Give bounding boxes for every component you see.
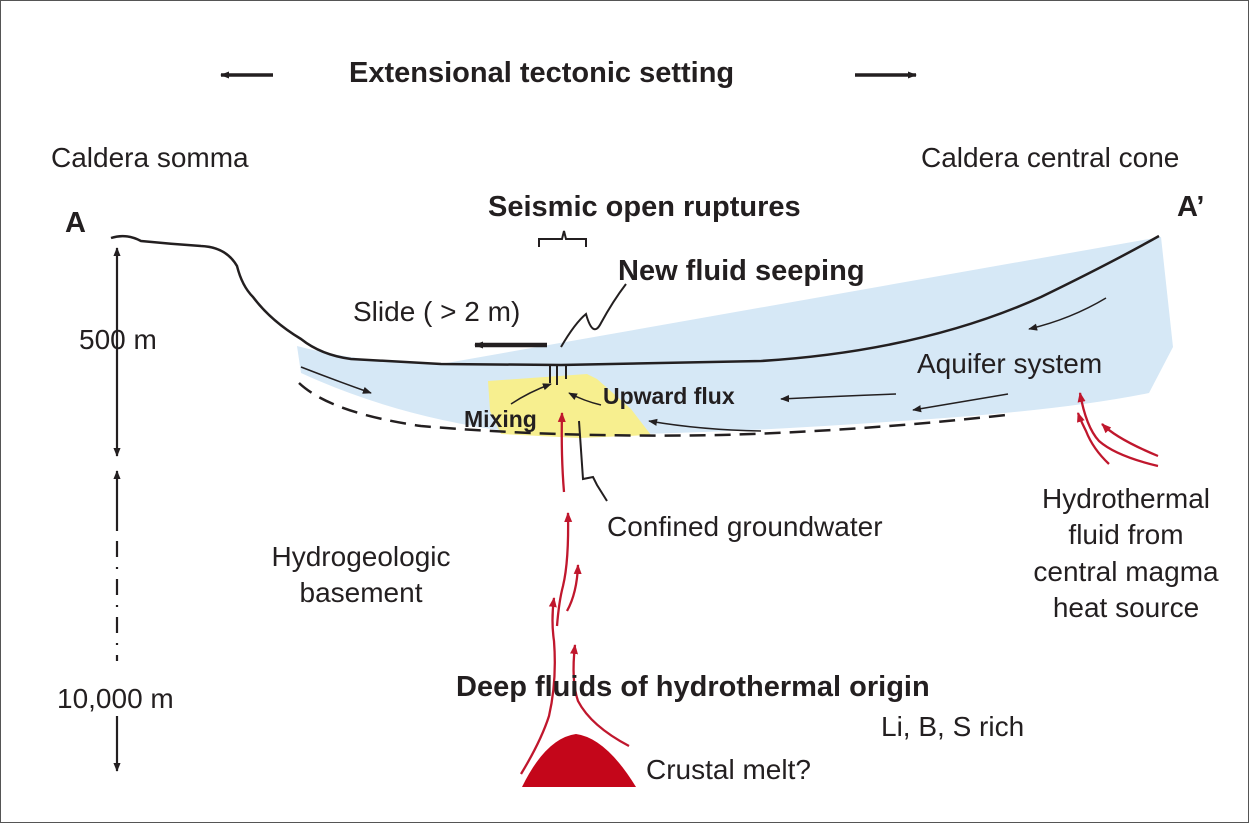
hydrothermal-fluid-line: heat source	[1052, 592, 1200, 624]
slide-label: Slide ( > 2 m)	[353, 296, 521, 327]
side-upflow-arrow	[1101, 423, 1159, 458]
scale-500m-label: 500 m	[79, 324, 157, 355]
scale-10000m-label: 10,000 m	[57, 683, 174, 714]
rupture-crack	[549, 365, 567, 385]
point-a-label: A	[65, 207, 86, 239]
flow-arrow	[912, 393, 1009, 413]
upflow-arrow	[557, 412, 566, 493]
li-b-s-rich-label: Li, B, S rich	[881, 711, 1025, 742]
hydrothermal-fluid-label: Hydrothermal fluid from central magma he…	[1001, 481, 1249, 627]
hydrogeologic-basement-label: Hydrogeologic basement	[231, 539, 491, 612]
fluid-seeping-leader-line	[560, 283, 627, 348]
flow-arrow	[648, 418, 762, 432]
point-a-prime-label: A’	[1177, 191, 1205, 223]
deep-fluids-label: Deep fluids of hydrothermal origin	[456, 671, 930, 703]
aquifer-base-dashed-line	[298, 382, 1007, 437]
hydrothermal-fluid-line: Hydrothermal	[1041, 483, 1211, 514]
flow-arrow	[1028, 297, 1107, 331]
caldera-central-cone-label: Caldera central cone	[921, 142, 1180, 173]
caldera-somma-label: Caldera somma	[51, 142, 249, 173]
hydrogeologic-basement-line: basement	[299, 577, 423, 609]
flow-arrow	[300, 366, 372, 394]
mixing-zone	[488, 374, 651, 438]
confined-groundwater-leader-line	[578, 420, 608, 502]
crustal-melt-label: Crustal melt?	[646, 754, 811, 785]
aquifer-system-label: Aquifer system	[917, 348, 1103, 379]
diagram-title: Extensional tectonic setting	[349, 57, 735, 89]
upflow-arrow	[570, 644, 630, 748]
flow-arrow	[780, 393, 897, 403]
hydrothermal-fluid-arrows	[520, 392, 1159, 775]
new-fluid-seeping-label: New fluid seeping	[618, 255, 865, 287]
mixing-label: Mixing	[464, 406, 537, 432]
upflow-arrow	[520, 597, 557, 775]
ground-surface-line	[110, 234, 1160, 367]
crustal-melt-dome	[522, 734, 636, 787]
side-upflow-arrow	[1076, 412, 1110, 465]
hydrogeologic-basement-line: Hydrogeologic	[271, 541, 451, 572]
side-upflow-arrow	[1077, 392, 1159, 468]
flow-arrow	[568, 392, 602, 406]
aquifer-flow-arrows	[300, 297, 1107, 432]
rupture-bracket	[538, 230, 587, 247]
upward-flux-label: Upward flux	[603, 383, 735, 409]
seismic-open-ruptures-label: Seismic open ruptures	[488, 191, 801, 223]
upflow-arrow	[555, 512, 573, 627]
upflow-arrow	[565, 564, 582, 612]
hydrothermal-fluid-line: central magma	[1033, 555, 1219, 587]
confined-groundwater-label: Confined groundwater	[607, 511, 883, 542]
flow-arrow	[510, 383, 552, 405]
hydrothermal-fluid-line: fluid from	[1068, 519, 1184, 551]
